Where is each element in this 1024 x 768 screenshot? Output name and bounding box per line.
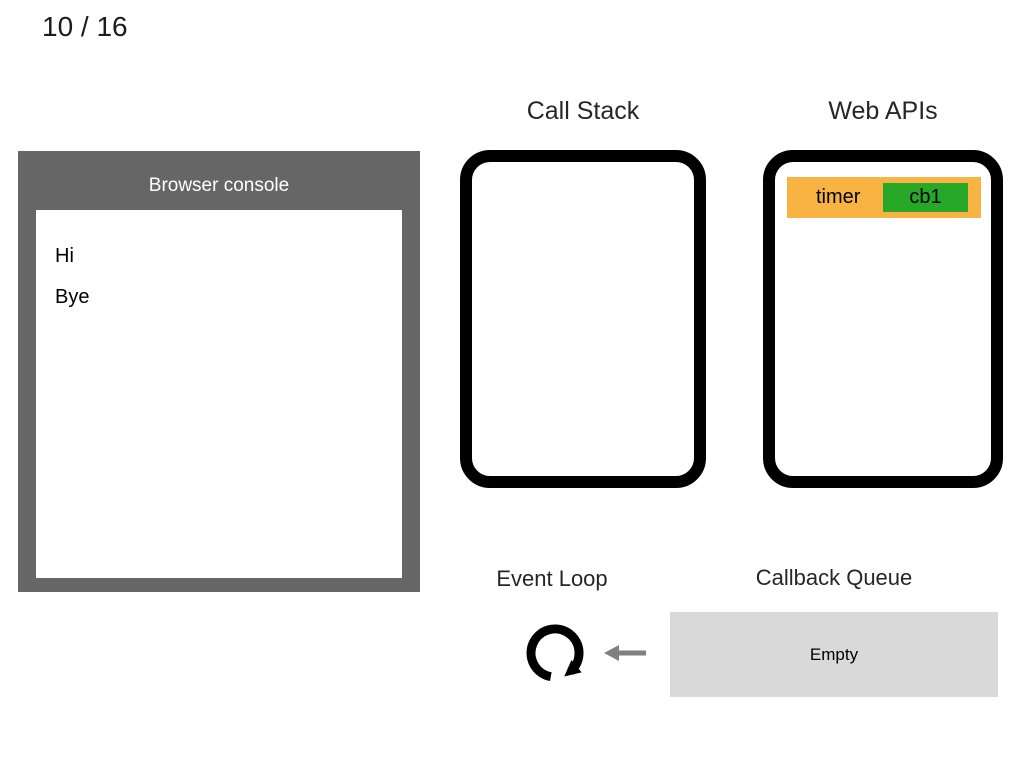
callback-queue-status: Empty [809, 644, 859, 664]
callback-queue-title: Callback Queue [755, 565, 913, 590]
queue-to-loop-left-arrow-icon [604, 645, 646, 661]
web-apis-title: Web APIs [828, 97, 938, 125]
event-loop-title: Event Loop [496, 566, 608, 591]
console-log-line: Hi [55, 245, 74, 267]
slide-page-counter: 10 / 16 [42, 11, 128, 42]
web-apis-box: timer cb1 [763, 150, 1003, 488]
call-stack-box [460, 150, 706, 488]
browser-console-title: Browser console [148, 174, 290, 196]
browser-console-output: Hi Bye [36, 210, 402, 578]
callback-queue-box: Empty [670, 612, 998, 697]
call-stack-title: Call Stack [526, 97, 640, 125]
timer-label: timer [816, 186, 861, 208]
browser-console-panel: Browser console Hi Bye [18, 151, 420, 592]
console-log-line: Bye [55, 286, 90, 308]
event-loop-circular-arrow-icon [526, 624, 584, 682]
callback-cb1-chip: cb1 [883, 183, 968, 212]
timer-item: timer cb1 [787, 177, 981, 218]
